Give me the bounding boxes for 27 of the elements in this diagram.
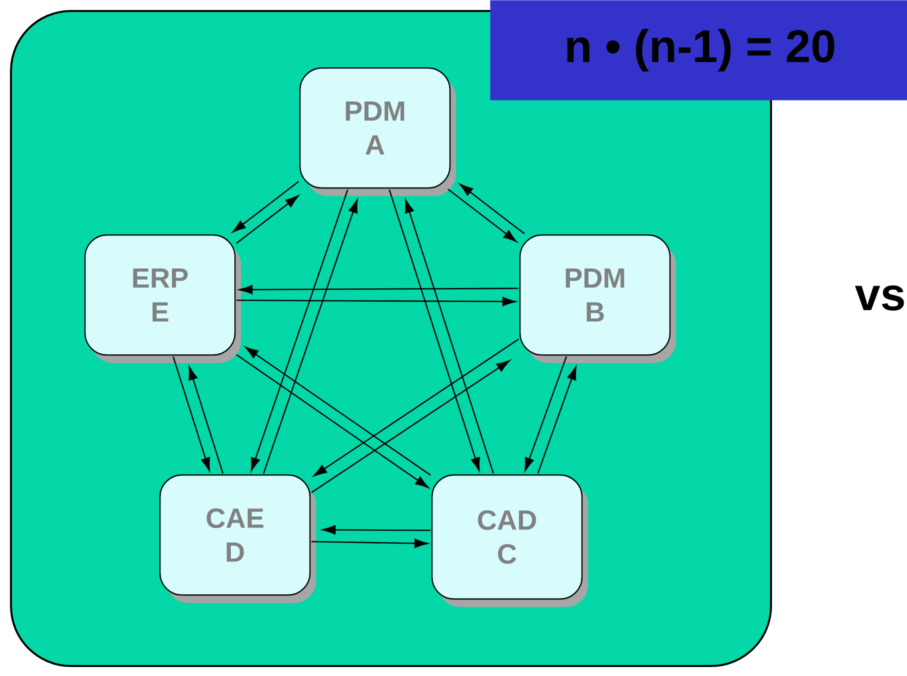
arrow — [312, 538, 428, 548]
formula-banner: n • (n-1) = 20 — [490, 0, 907, 100]
label: vs — [855, 285, 904, 311]
arrow — [524, 356, 568, 472]
arrow — [460, 184, 525, 234]
arrow — [322, 525, 430, 534]
arrow — [250, 189, 348, 472]
arrow — [311, 360, 510, 494]
arrow — [188, 366, 224, 474]
system-box: ERP E — [84, 234, 241, 363]
arrow — [239, 285, 518, 294]
arrow — [172, 356, 210, 472]
system-box: PDM A — [299, 67, 456, 196]
arrow — [244, 346, 431, 476]
arrow — [236, 354, 429, 488]
arrow — [236, 296, 516, 306]
arrow — [537, 366, 576, 474]
arrow — [405, 200, 494, 474]
system-box: PDM B — [519, 234, 676, 363]
system-box: CAE D — [159, 474, 316, 603]
system-box: CAD C — [431, 474, 588, 607]
arrow — [236, 195, 299, 244]
arrow — [448, 188, 517, 242]
arrow — [232, 181, 299, 232]
arrow — [313, 338, 519, 476]
arrow — [262, 199, 358, 474]
arrow — [388, 189, 480, 472]
